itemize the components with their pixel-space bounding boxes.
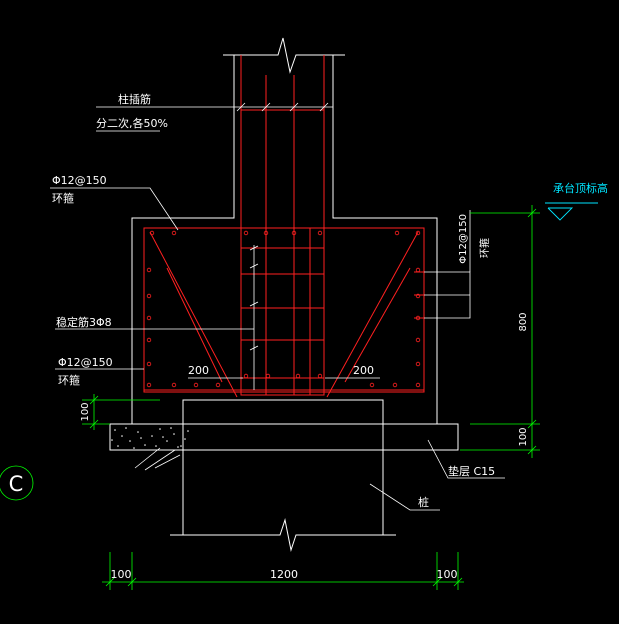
level-mark-symbol bbox=[545, 202, 598, 221]
pile-outline bbox=[182, 399, 384, 535]
dim-left-100: 100 bbox=[111, 568, 132, 581]
dim-1200: 1200 bbox=[270, 568, 298, 581]
dimension-lines bbox=[0, 205, 540, 590]
cushion-layer bbox=[109, 423, 459, 451]
label-top-ring-spec: Φ12@150 bbox=[52, 174, 107, 187]
bottom-break-line bbox=[170, 518, 396, 552]
label-bottom-ring-name: 环箍 bbox=[58, 373, 80, 387]
label-height-800: 800 bbox=[518, 312, 529, 331]
leader-lines bbox=[50, 102, 505, 511]
label-top-ring-name: 环箍 bbox=[52, 191, 74, 205]
cap-ring-stirrup bbox=[143, 227, 425, 393]
label-height-100-right: 100 bbox=[518, 427, 529, 446]
axis-label: C bbox=[9, 472, 24, 496]
top-break-line bbox=[223, 37, 345, 74]
label-cap-level: 承台顶标高 bbox=[553, 181, 608, 195]
label-bottom-ring-spec: Φ12@150 bbox=[58, 356, 113, 369]
ground-hatch bbox=[111, 427, 189, 449]
label-cushion: 垫层 C15 bbox=[448, 464, 495, 478]
label-stabilizer: 稳定筋3Φ8 bbox=[56, 315, 112, 329]
label-inner-dim-left: 200 bbox=[188, 364, 209, 377]
label-pile: 桩 bbox=[418, 495, 429, 509]
label-inner-dim-right: 200 bbox=[353, 364, 374, 377]
label-height-100-left: 100 bbox=[80, 402, 91, 421]
dim-right-100: 100 bbox=[437, 568, 458, 581]
label-column-bars: 柱插筋 bbox=[118, 92, 151, 106]
label-column-bars-split: 分二次,各50% bbox=[96, 116, 168, 130]
label-right-ring-name: 环箍 bbox=[478, 238, 491, 258]
axis-bubble bbox=[0, 465, 34, 501]
rebar-dots bbox=[146, 230, 421, 388]
concrete-outline bbox=[109, 37, 459, 552]
label-right-ring-spec: Φ12@150 bbox=[458, 214, 469, 264]
ground-slash-lines bbox=[134, 447, 181, 471]
rebar-group bbox=[143, 55, 425, 398]
